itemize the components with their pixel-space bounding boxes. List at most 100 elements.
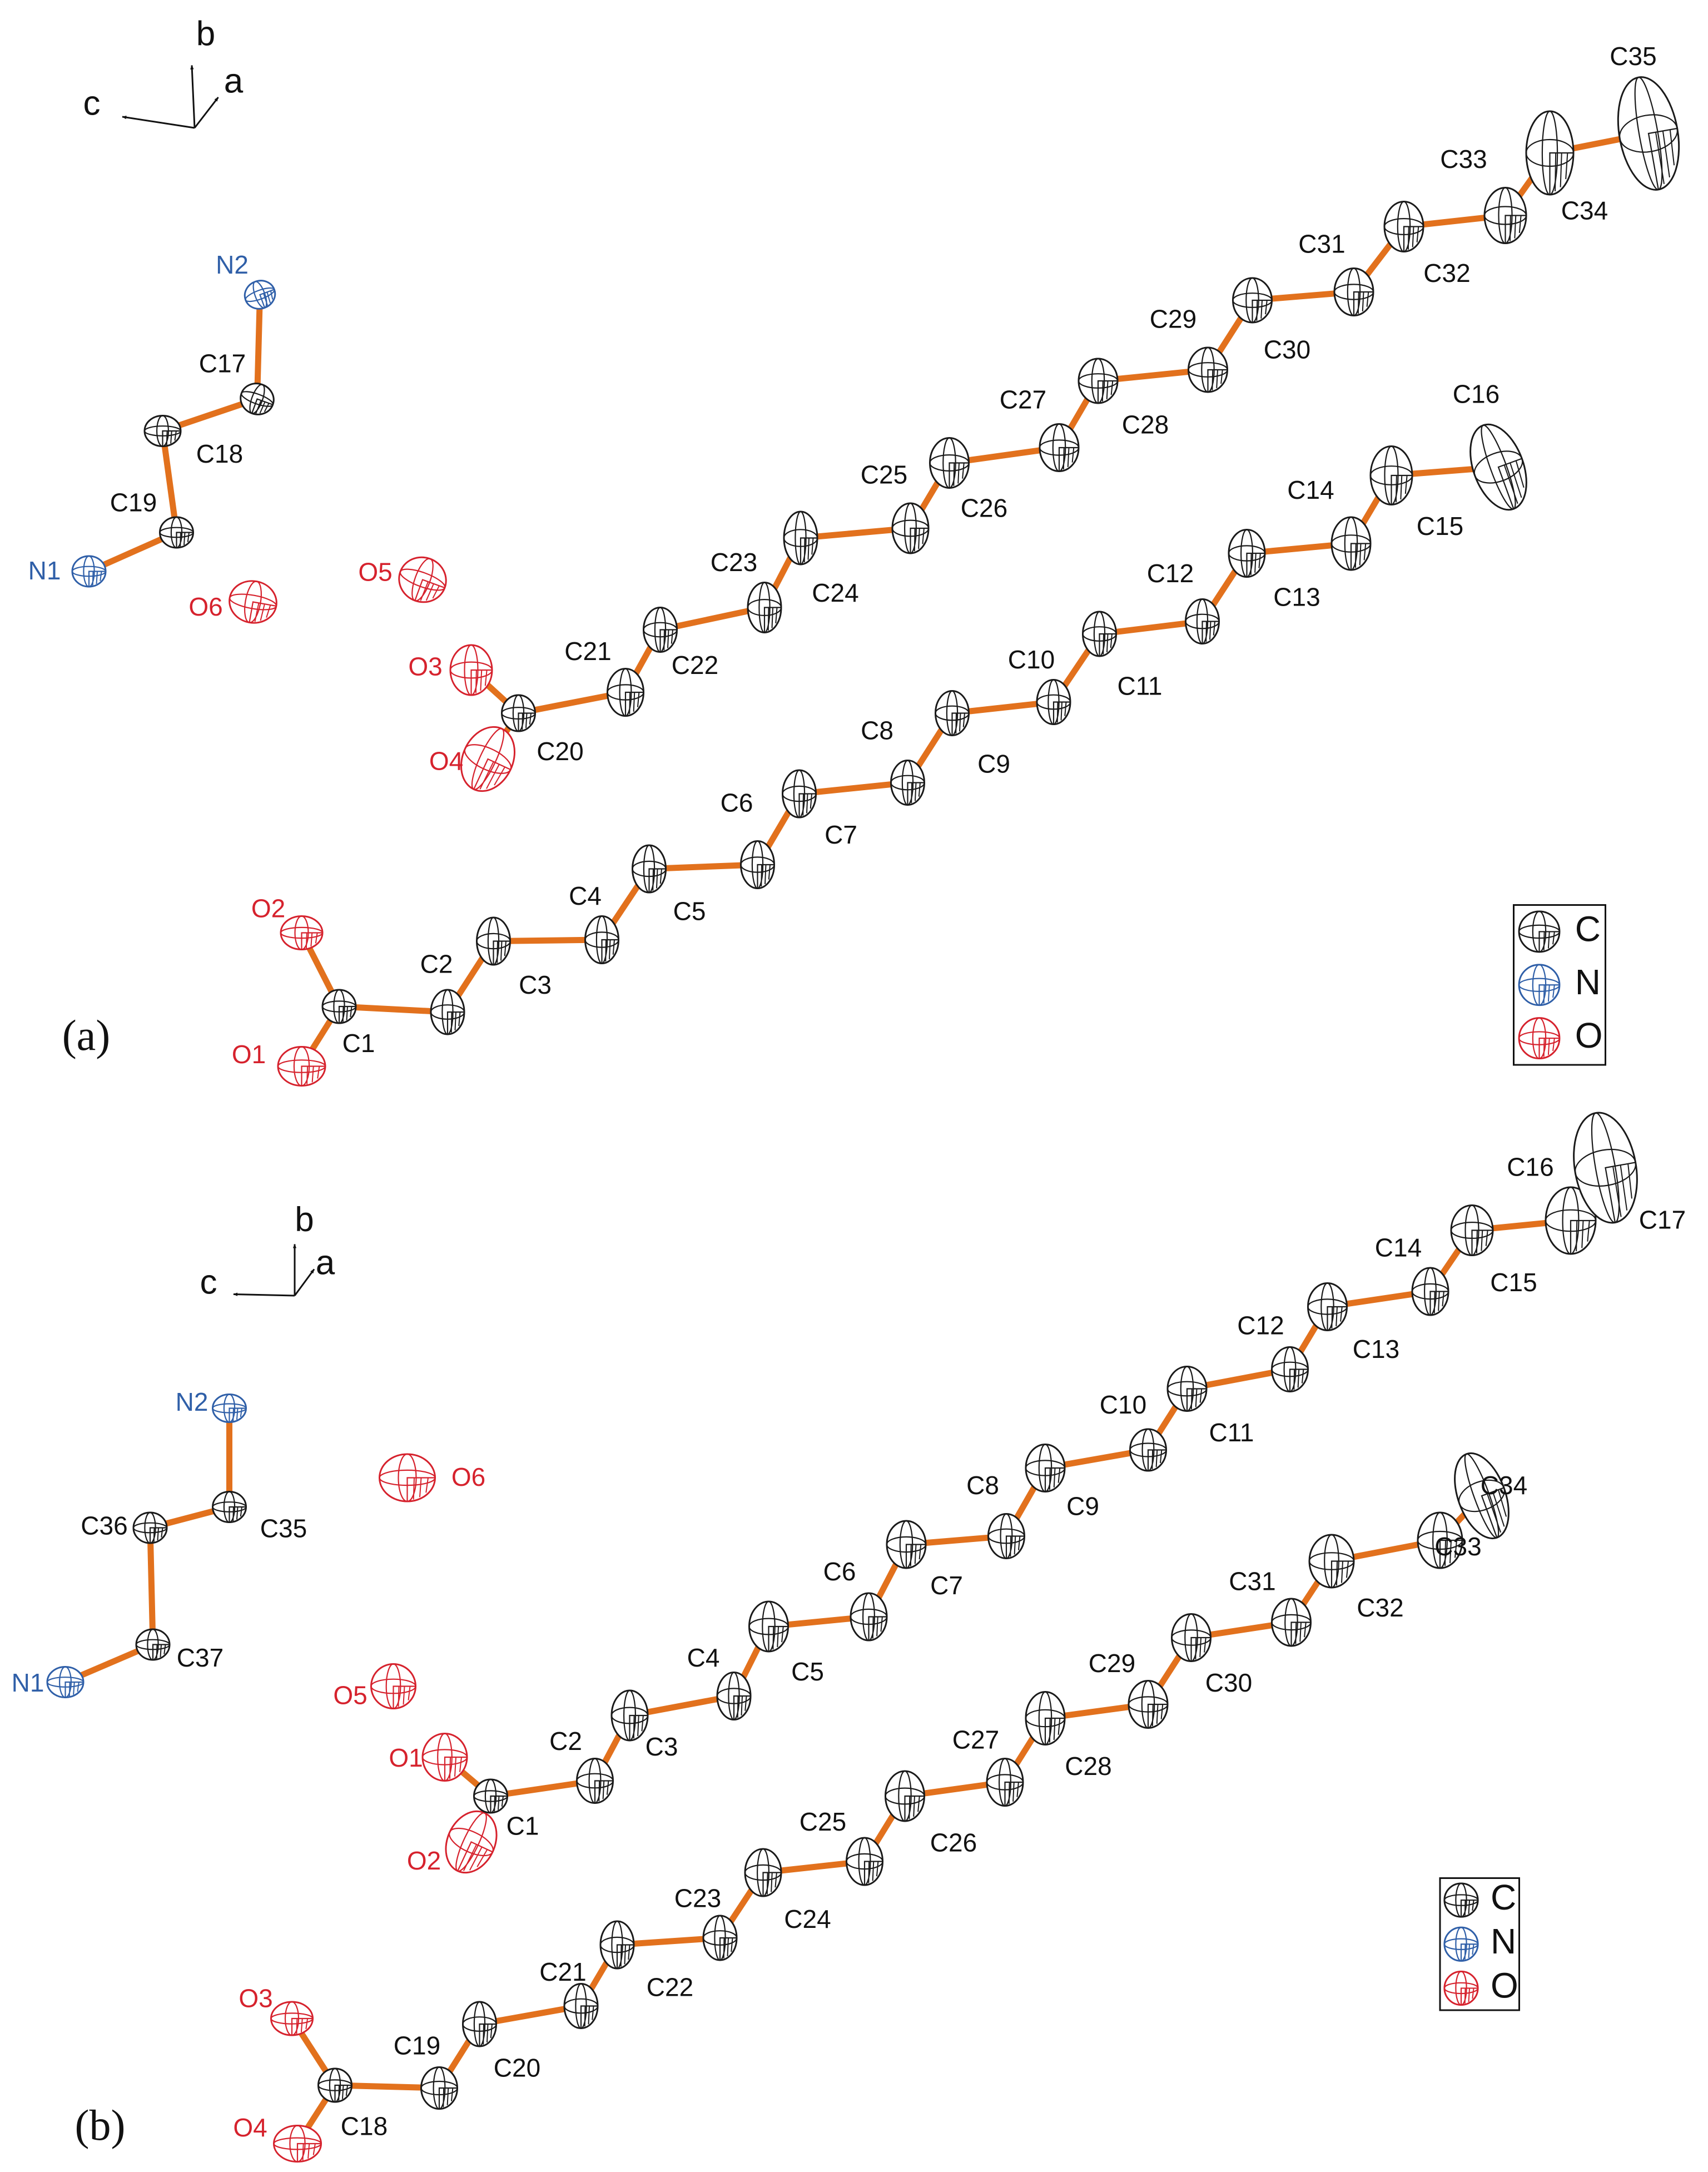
atom-c22	[599, 1920, 635, 1970]
atom-label-c27: C27	[952, 1725, 999, 1754]
atom-label-c9: C9	[1066, 1492, 1099, 1521]
atom-c14	[1411, 1267, 1449, 1316]
bond-C22-C23	[657, 604, 768, 633]
atom-c32	[1383, 201, 1424, 252]
atom-label-c28: C28	[1122, 410, 1169, 439]
bond-C3-C4	[490, 936, 605, 944]
bond-N2-C17	[254, 291, 263, 402]
atom-label-c17: C17	[1639, 1206, 1686, 1234]
atom-c10	[1036, 679, 1071, 725]
atom-o6	[379, 1453, 436, 1502]
atom-label-c18: C18	[196, 439, 243, 468]
atom-label-c13: C13	[1273, 583, 1320, 612]
atom-c26	[885, 1770, 925, 1822]
atom-c9	[1025, 1444, 1066, 1492]
atom-c3	[610, 1689, 649, 1742]
atom-label-o2: O2	[251, 894, 285, 923]
axis-triad: bac	[200, 1201, 335, 1302]
atom-c20	[462, 2001, 497, 2047]
atom-c5	[632, 844, 667, 894]
atom-c37	[135, 1628, 171, 1661]
atom-c13	[1228, 529, 1266, 578]
atom-label-c8: C8	[966, 1471, 999, 1500]
atom-c29	[1188, 346, 1228, 393]
atom-label-c14: C14	[1375, 1233, 1422, 1262]
atom-c17	[1573, 1112, 1638, 1224]
atom-label-n1: N1	[12, 1668, 44, 1697]
atom-c29	[1128, 1680, 1169, 1729]
c-axis-label: c	[83, 84, 101, 122]
bond-C36-C37	[147, 1525, 156, 1648]
atom-label-o6: O6	[188, 592, 222, 621]
legend-carbon-icon	[1518, 910, 1561, 953]
atom-label-o5: O5	[333, 1681, 367, 1710]
atom-label-c11: C11	[1118, 672, 1163, 701]
atom-label-c26: C26	[930, 1828, 977, 1857]
bond-C7-C8	[796, 780, 911, 797]
atom-c36	[132, 1511, 168, 1544]
atom-c4	[584, 915, 619, 964]
atom-label-c9: C9	[977, 750, 1010, 778]
atom-label-o6: O6	[451, 1462, 485, 1491]
legend-oxygen-icon	[1518, 1017, 1561, 1060]
bond-C1-C2	[336, 1003, 451, 1015]
atom-n2	[212, 1394, 247, 1423]
c-axis-arrow	[122, 115, 195, 129]
atom-label-c3: C3	[519, 970, 552, 999]
atom-c28	[1078, 358, 1119, 404]
atom-c7	[886, 1520, 927, 1569]
bond-C5-C6	[646, 861, 761, 872]
atom-label-c14: C14	[1287, 475, 1334, 504]
atom-c27	[1039, 423, 1080, 472]
atom-c12	[1185, 598, 1220, 644]
atom-c26	[929, 437, 970, 489]
atom-o1	[421, 1733, 468, 1782]
atom-label-c23: C23	[674, 1884, 721, 1913]
bonds	[86, 130, 1652, 1069]
atom-n2	[244, 280, 276, 310]
atom-label-c12: C12	[1147, 559, 1194, 588]
atom-label-c7: C7	[930, 1571, 963, 1600]
atom-c34	[1454, 1452, 1510, 1540]
atom-o5	[398, 556, 447, 603]
atom-n1	[71, 555, 107, 588]
atom-label-c12: C12	[1237, 1311, 1284, 1340]
atom-label-o2: O2	[407, 1846, 441, 1875]
atom-label-c34: C34	[1481, 1471, 1527, 1500]
panel-label: (b)	[75, 2101, 126, 2149]
atom-c19	[159, 516, 194, 549]
atom-c2	[430, 989, 465, 1035]
atom-label-o4: O4	[233, 2113, 267, 2142]
atom-label-c29: C29	[1150, 305, 1196, 334]
atom-label-c25: C25	[800, 1807, 846, 1836]
atom-label-c24: C24	[812, 578, 858, 607]
atom-label-c28: C28	[1065, 1752, 1111, 1781]
atom-label-c30: C30	[1205, 1668, 1252, 1697]
atom-c20	[501, 694, 536, 732]
atom-o1	[277, 1046, 326, 1087]
element-legend: CNO	[1439, 1877, 1520, 2011]
atom-label-c7: C7	[825, 820, 857, 849]
atom-label-c2: C2	[549, 1727, 582, 1756]
atom-o5	[370, 1663, 416, 1709]
atom-c12	[1271, 1346, 1309, 1392]
atom-c15	[1450, 1204, 1494, 1256]
atom-c22	[643, 607, 678, 653]
atom-label-c27: C27	[1000, 385, 1046, 414]
atom-c11	[1082, 611, 1117, 657]
atom-c30	[1232, 277, 1273, 324]
legend-carbon-label: C	[1491, 1877, 1516, 1917]
legend-nitrogen-icon	[1443, 1926, 1479, 1962]
atom-label-c25: C25	[861, 460, 907, 489]
atom-label-c19: C19	[110, 488, 157, 517]
atom-label-c6: C6	[823, 1557, 856, 1586]
atom-c1	[473, 1778, 508, 1814]
atom-label-n2: N2	[216, 250, 249, 279]
atom-label-c13: C13	[1353, 1335, 1399, 1363]
atom-label-c3: C3	[646, 1732, 678, 1761]
b-axis-label: b	[196, 14, 215, 53]
atom-o6	[229, 580, 277, 624]
atom-label-c31: C31	[1229, 1567, 1275, 1596]
